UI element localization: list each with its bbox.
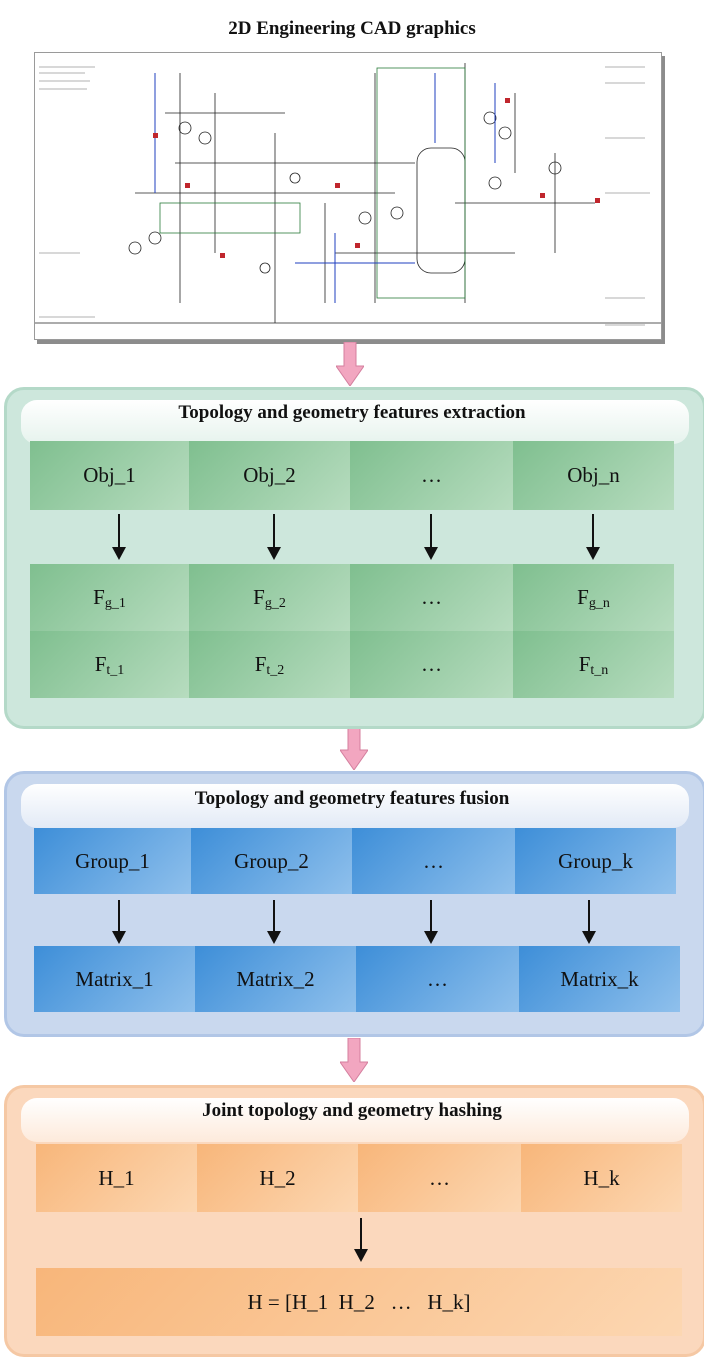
feature-base: F	[578, 652, 591, 676]
fusion-panel-header	[21, 784, 689, 828]
feature-base: F	[253, 585, 265, 609]
group-cell: Group_k	[515, 828, 676, 894]
topology-feature-cell: …	[350, 631, 513, 698]
down-arrow-icon	[336, 342, 364, 386]
diagram-title: 2D Engineering CAD graphics	[228, 18, 476, 39]
object-cell: Obj_2	[189, 441, 350, 510]
cad-drawing-image	[34, 52, 662, 340]
feature-subscript: t_n	[590, 662, 609, 678]
feature-subscript: g_n	[588, 595, 610, 611]
hashing-panel-header	[21, 1098, 689, 1142]
flow-arrow	[112, 514, 126, 560]
flow-arrow	[267, 900, 281, 944]
object-cell: Obj_n	[513, 441, 674, 510]
hash-cell: …	[358, 1144, 521, 1212]
group-cell: Group_2	[191, 828, 352, 894]
object-cell: Obj_1	[30, 441, 189, 510]
feature-base: F	[94, 652, 107, 676]
matrix-cell: …	[356, 946, 519, 1012]
hash-result-cell: H = [H_1 H_2 … H_k]	[36, 1268, 682, 1336]
feature-base: F	[577, 585, 589, 609]
down-arrow-icon	[340, 1038, 368, 1082]
feature-base: …	[421, 652, 442, 676]
feature-subscript: t_1	[106, 662, 125, 678]
feature-base: F	[93, 585, 105, 609]
group-cell: …	[352, 828, 515, 894]
hash-result-text: H = [H_1 H_2 … H_k]	[247, 1289, 471, 1314]
flow-arrow	[267, 514, 281, 560]
flow-arrow	[424, 514, 438, 560]
fusion-panel-title: Topology and geometry features fusion	[194, 788, 510, 809]
matrix-cell: Matrix_k	[519, 946, 680, 1012]
feature-subscript: t_2	[266, 662, 285, 678]
object-cell: …	[350, 441, 513, 510]
hash-cell: H_1	[36, 1144, 197, 1212]
piping-diagram-icon	[35, 63, 661, 326]
extraction-panel-header	[21, 400, 689, 444]
flow-arrow	[582, 900, 596, 944]
feature-base: …	[421, 585, 442, 609]
feature-base: F	[254, 652, 267, 676]
hashing-panel-title: Joint topology and geometry hashing	[202, 1100, 502, 1121]
group-cell: Group_1	[34, 828, 191, 894]
feature-subscript: g_2	[264, 595, 286, 611]
feature-subscript: g_1	[104, 595, 126, 611]
down-arrow-icon	[340, 726, 368, 770]
matrix-cell: Matrix_2	[195, 946, 356, 1012]
hash-cell: H_2	[197, 1144, 358, 1212]
geometry-feature-cell: …	[350, 564, 513, 631]
flow-arrow	[424, 900, 438, 944]
flow-arrow	[586, 514, 600, 560]
matrix-cell: Matrix_1	[34, 946, 195, 1012]
hash-cell: H_k	[521, 1144, 682, 1212]
flow-arrow	[354, 1218, 368, 1262]
flow-arrow	[112, 900, 126, 944]
extraction-panel-title: Topology and geometry features extractio…	[178, 402, 526, 423]
